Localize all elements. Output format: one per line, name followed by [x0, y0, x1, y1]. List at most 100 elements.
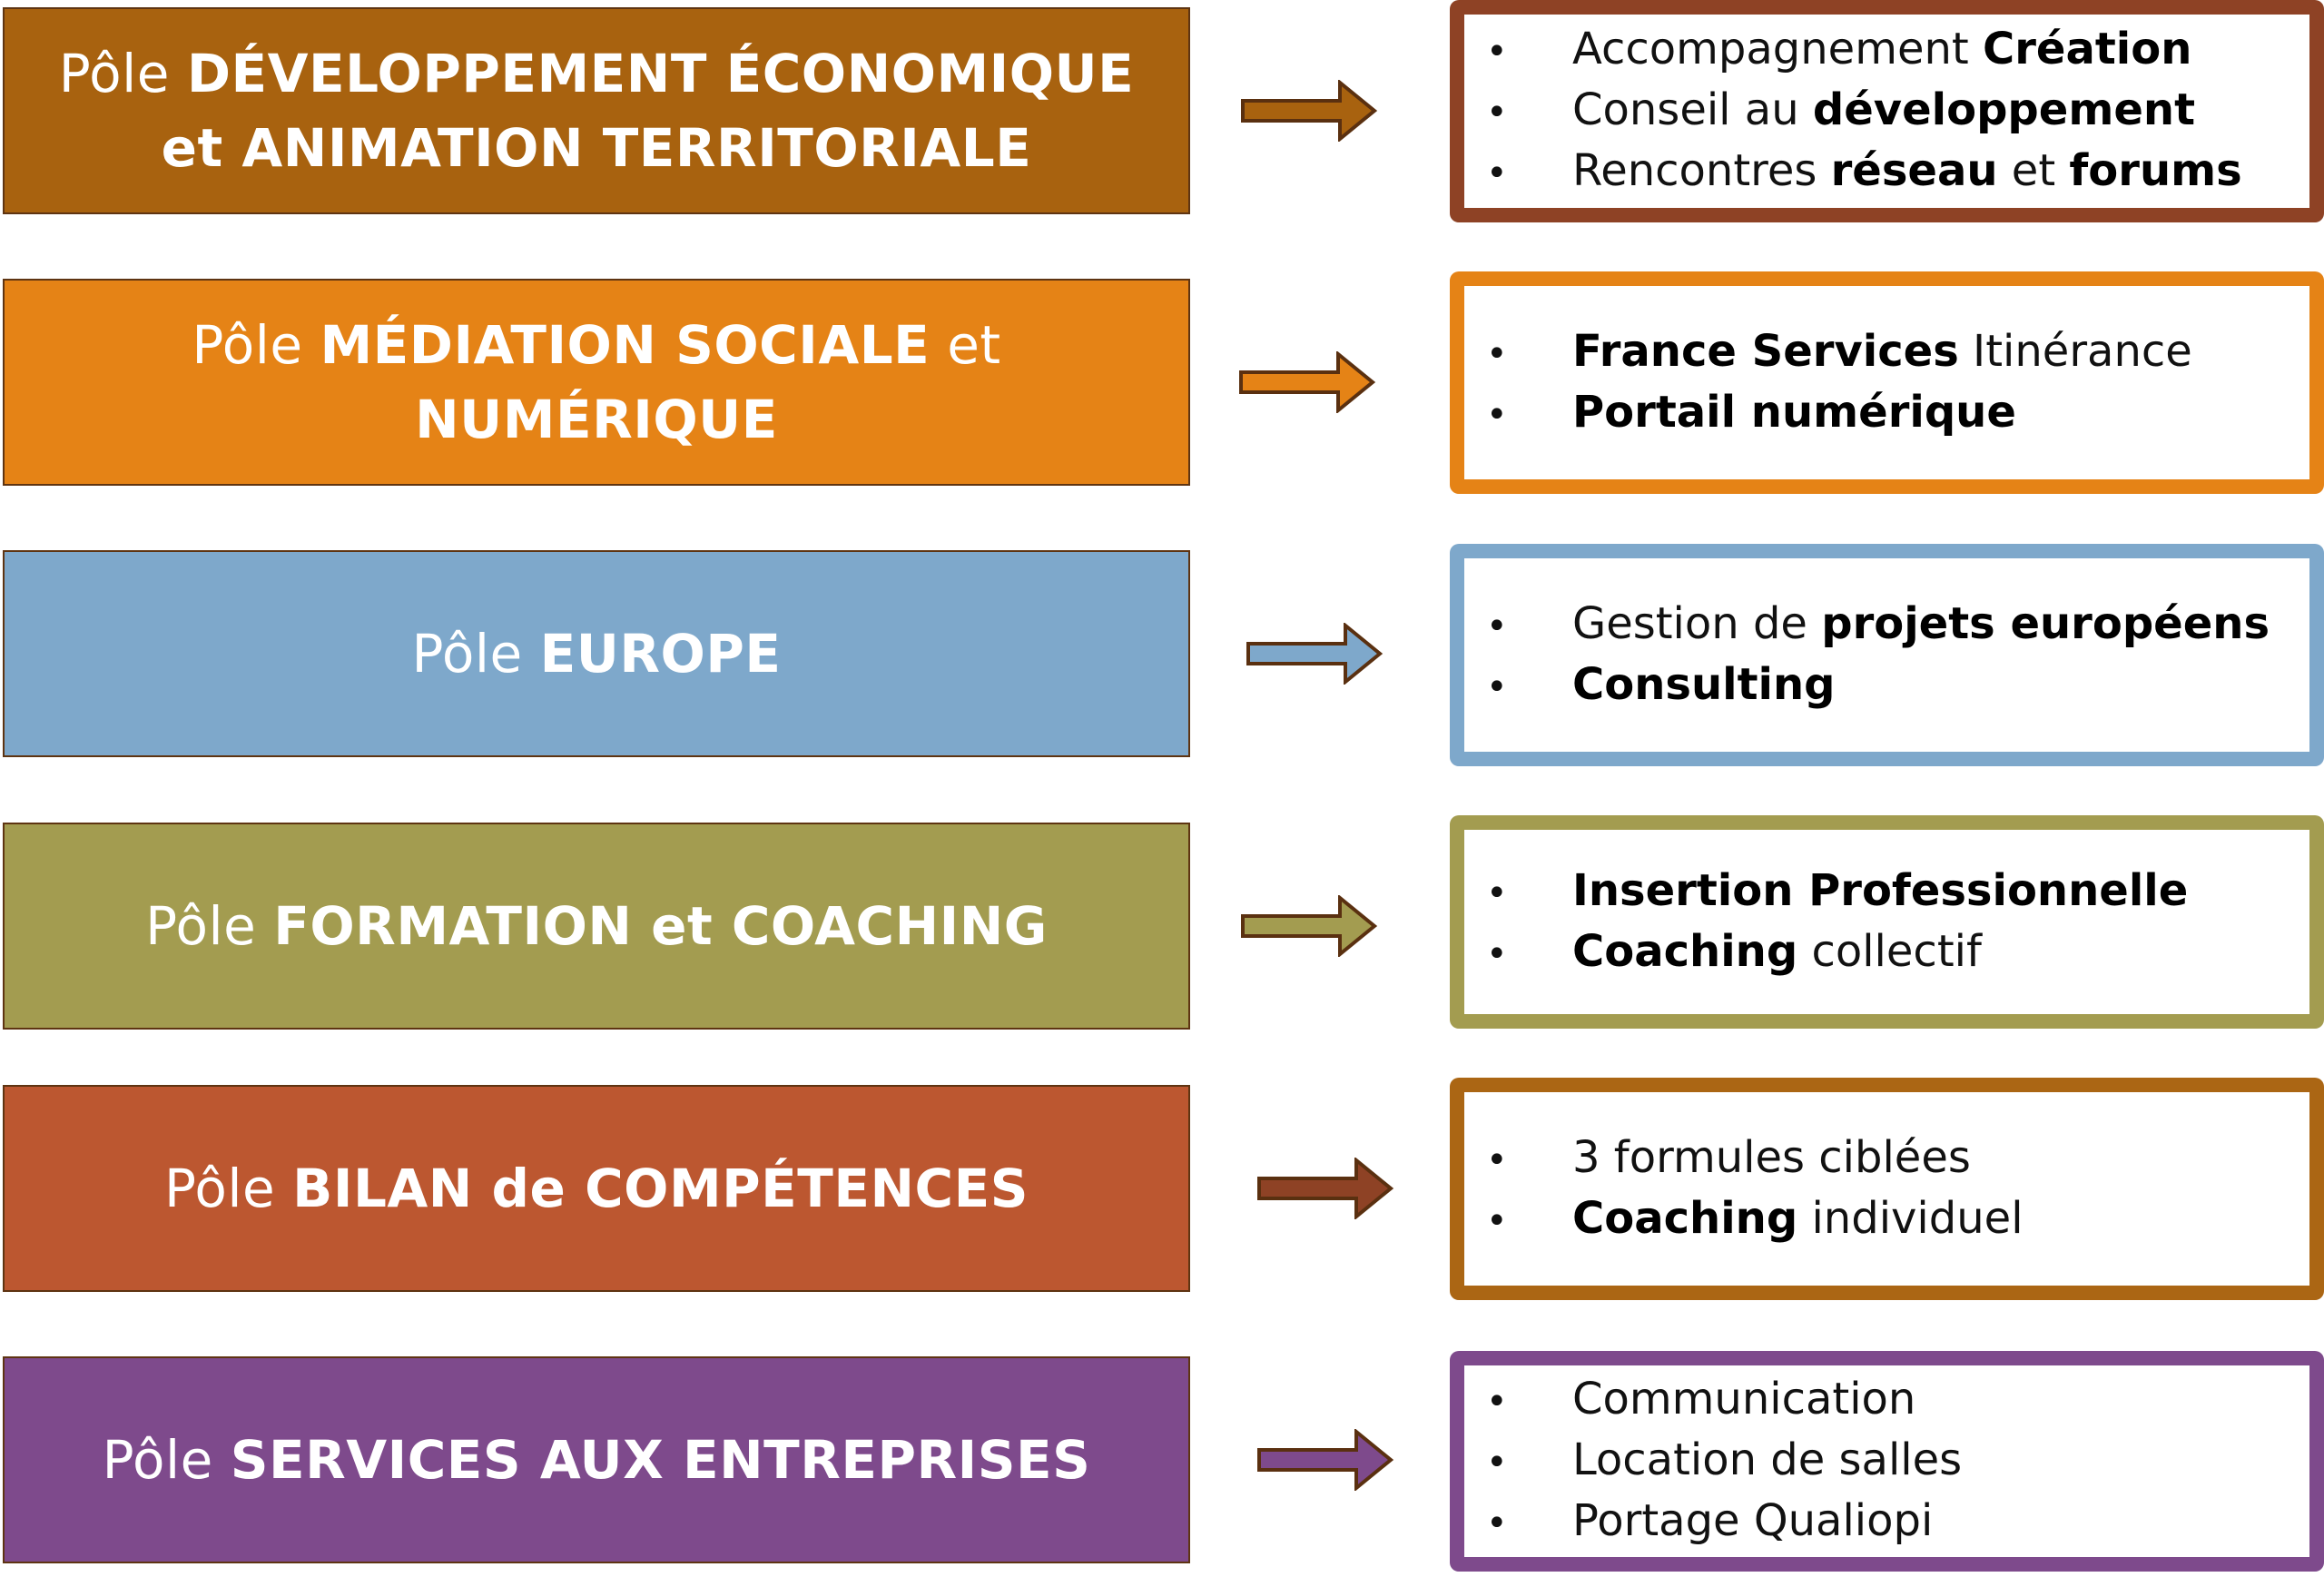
service-text: Gestion de projets européens — [1572, 595, 2270, 653]
pole-title-segment: NUMÉRIQUE — [415, 389, 778, 450]
service-text: Coaching individuel — [1572, 1189, 2024, 1247]
service-text: Rencontres réseau et forums — [1572, 142, 2242, 200]
service-item: • France Services Itinérance — [1486, 322, 2309, 383]
pole-box: Pôle MÉDIATION SOCIALE et NUMÉRIQUE — [3, 279, 1190, 486]
pole-title-segment: SERVICES AUX ENTREPRISES — [230, 1429, 1091, 1491]
service-item: • Portage Qualiopi — [1486, 1492, 2309, 1552]
service-text: Consulting — [1572, 655, 1836, 714]
service-item: • 3 formules ciblées — [1486, 1129, 2309, 1189]
bullet-icon: • — [1486, 872, 1508, 914]
service-text-segment: Consulting — [1572, 658, 1836, 710]
service-text-segment: Accompagnement — [1572, 24, 1983, 74]
service-item: • Coaching individuel — [1486, 1189, 2309, 1250]
pole-title-segment: Pôle — [411, 623, 540, 685]
service-item: • Insertion Professionnelle — [1486, 862, 2309, 922]
service-text-segment: Itinérance — [1958, 325, 2192, 377]
bullet-icon: • — [1486, 332, 1508, 375]
service-item: • Location de salles — [1486, 1431, 2309, 1492]
bullet-icon: • — [1486, 665, 1508, 708]
pole-title: Pôle FORMATION et COACHING — [145, 889, 1048, 963]
services-box: • 3 formules ciblées • Coaching individuel — [1450, 1078, 2324, 1300]
service-text-segment: développement — [1812, 84, 2196, 135]
bullet-icon: • — [1486, 1381, 1508, 1423]
service-text-segment: Communication — [1572, 1374, 1916, 1424]
pole-title-segment: Pôle — [102, 1429, 231, 1491]
right-arrow-icon — [1246, 621, 1384, 686]
service-text-segment: 3 formules ciblées — [1572, 1131, 1971, 1183]
bullet-icon: • — [1486, 393, 1508, 436]
service-text-segment: Location de salles — [1572, 1434, 1963, 1485]
pole-title: Pôle DÉVELOPPEMENT ÉCONOMIQUE et ANIMATI… — [41, 36, 1152, 185]
right-arrow-icon — [1256, 1156, 1394, 1221]
service-item: • Accompagnement Création — [1486, 20, 2309, 81]
right-arrow-icon — [1240, 893, 1378, 959]
pole-box: Pôle FORMATION et COACHING — [3, 823, 1190, 1030]
service-item: • Communication — [1486, 1370, 2309, 1431]
service-text-segment: Portail numérique — [1572, 386, 2016, 438]
service-text: Location de salles — [1572, 1431, 1962, 1489]
service-text-segment: Portage Qualiopi — [1572, 1495, 1934, 1546]
bullet-icon: • — [1486, 31, 1508, 73]
pole-title-segment: FORMATION et COACHING — [273, 895, 1048, 957]
service-text-segment: France Services — [1572, 325, 1959, 377]
service-text-segment: individuel — [1797, 1192, 2024, 1244]
service-text: Portail numérique — [1572, 383, 2016, 441]
pole-title-segment: BILAN de COMPÉTENCES — [292, 1158, 1029, 1219]
service-text-segment: Rencontres — [1572, 145, 1831, 196]
pole-box: Pôle EUROPE — [3, 550, 1190, 757]
pole-title-segment: Pôle — [164, 1158, 293, 1219]
service-text-segment: Création — [1983, 24, 2192, 74]
pole-title-segment: DÉVELOPPEMENT ÉCONOMIQUE et ANIMATION TE… — [161, 43, 1135, 179]
right-arrow-icon — [1256, 1427, 1394, 1493]
bullet-icon: • — [1486, 1442, 1508, 1483]
service-text-segment: collectif — [1797, 925, 1982, 977]
service-text: Communication — [1572, 1370, 1915, 1428]
pole-box: Pôle DÉVELOPPEMENT ÉCONOMIQUE et ANIMATI… — [3, 7, 1190, 214]
pole-title: Pôle BILAN de COMPÉTENCES — [164, 1151, 1029, 1226]
pole-title-segment: MÉDIATION SOCIALE — [320, 314, 931, 376]
bullet-icon: • — [1486, 605, 1508, 647]
service-text: Insertion Professionnelle — [1572, 862, 2188, 920]
service-item: • Coaching collectif — [1486, 922, 2309, 983]
service-item: • Gestion de projets européens — [1486, 595, 2309, 655]
service-text: Coaching collectif — [1572, 922, 1982, 981]
service-item: • Consulting — [1486, 655, 2309, 716]
services-box: • Communication • Location de salles • Portag… — [1450, 1351, 2324, 1572]
services-box: • France Services Itinérance • Portail numé… — [1450, 271, 2324, 494]
pole-title: Pôle EUROPE — [412, 616, 782, 691]
service-text: 3 formules ciblées — [1572, 1129, 1971, 1187]
service-text-segment: Insertion Professionnelle — [1572, 864, 2189, 916]
service-text: France Services Itinérance — [1572, 322, 2192, 380]
service-text: Conseil au développement — [1572, 81, 2195, 139]
pole-title: Pôle MÉDIATION SOCIALE et NUMÉRIQUE — [41, 308, 1152, 457]
bullet-icon: • — [1486, 92, 1508, 133]
service-item: • Conseil au développement — [1486, 81, 2309, 142]
service-item: • Portail numérique — [1486, 383, 2309, 444]
right-arrow-icon — [1240, 78, 1378, 143]
services-box: • Accompagnement Création • Conseil au déve… — [1450, 0, 2324, 222]
right-arrow-icon — [1238, 350, 1376, 415]
service-text-segment: réseau — [1830, 145, 1998, 196]
pole-box: Pôle SERVICES AUX ENTREPRISES — [3, 1356, 1190, 1563]
bullet-icon: • — [1486, 1503, 1508, 1544]
pole-title-segment: et — [930, 314, 1001, 376]
bullet-icon: • — [1486, 1199, 1508, 1242]
pole-title: Pôle SERVICES AUX ENTREPRISES — [103, 1423, 1091, 1497]
service-text: Portage Qualiopi — [1572, 1492, 1933, 1550]
service-text-segment: Coaching — [1572, 1192, 1798, 1244]
service-text-segment: forums — [2069, 145, 2242, 196]
bullet-icon: • — [1486, 1138, 1508, 1181]
bullet-icon: • — [1486, 153, 1508, 194]
service-text-segment: Coaching — [1572, 925, 1798, 977]
pole-title-segment: EUROPE — [539, 623, 782, 685]
service-text: Accompagnement Création — [1572, 20, 2191, 78]
pole-box: Pôle BILAN de COMPÉTENCES — [3, 1085, 1190, 1292]
pole-title-segment: Pôle — [192, 314, 320, 376]
service-text-segment: Gestion de — [1572, 597, 1822, 649]
pole-title-segment: Pôle — [58, 43, 187, 104]
service-item: • Rencontres réseau et forums — [1486, 142, 2309, 202]
bullet-icon: • — [1486, 932, 1508, 975]
services-box: • Insertion Professionnelle • Coaching coll… — [1450, 815, 2324, 1029]
service-text-segment: et — [1997, 145, 2070, 196]
services-box: • Gestion de projets européens • Consulting — [1450, 544, 2324, 766]
